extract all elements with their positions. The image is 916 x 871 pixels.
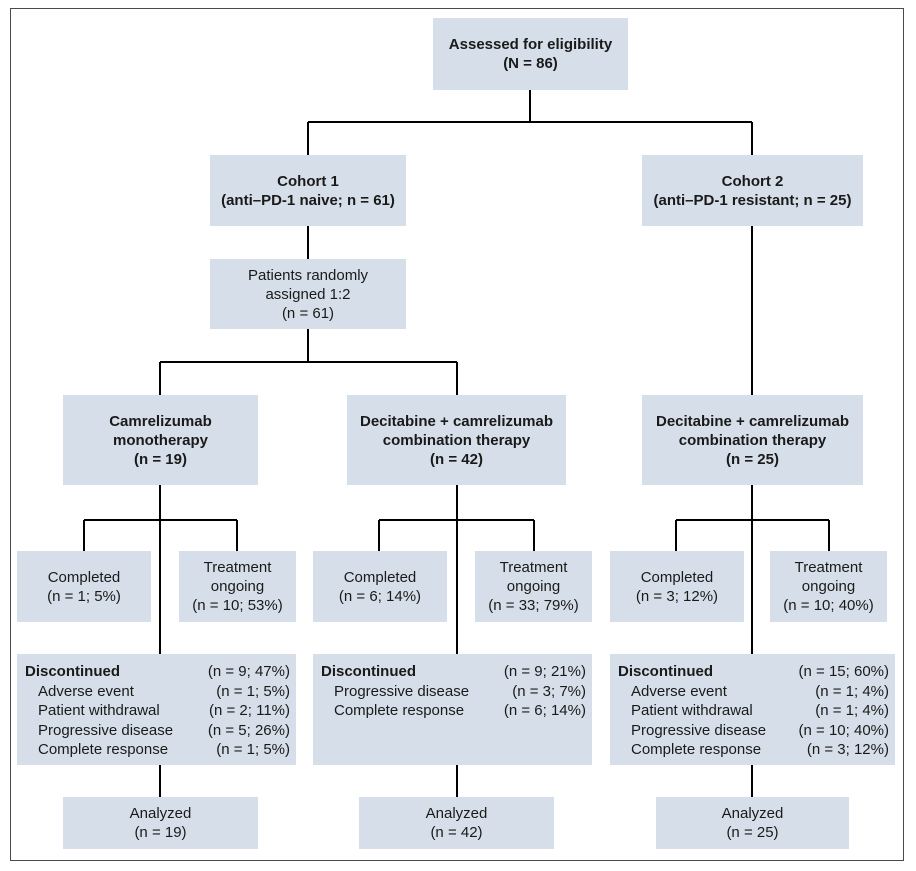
arm3-ongoing-line2: ongoing [801, 578, 856, 595]
randomized-line1: Patients randomly [247, 266, 369, 284]
arm3-analyzed-count: (n = 25) [726, 824, 779, 841]
randomized-box: Patients randomly assigned 1:2 (n = 61) [210, 259, 406, 329]
reason-label: Patient withdrawal [38, 702, 160, 719]
discontinued-label: Discontinued [321, 663, 417, 680]
arm2-analyzed-box: Analyzed (n = 42) [359, 797, 554, 849]
reason-count: (n = 1; 5%) [216, 741, 290, 758]
arm1-count: (n = 19) [134, 450, 187, 468]
arm2-ongoing-box: Treatment ongoing (n = 33; 79%) [475, 551, 592, 622]
discontinued-count: (n = 15; 60%) [798, 663, 889, 680]
assessed-count: (N = 86) [503, 55, 558, 72]
reason-row: Progressive disease (n = 5; 26%) [25, 721, 290, 741]
arm1-treatment-box: Camrelizumab monotherapy (n = 19) [63, 395, 258, 485]
reason-row: Complete response (n = 3; 12%) [618, 740, 889, 760]
arm3-completed-count: (n = 3; 12%) [635, 587, 719, 605]
arm3-completed-box: Completed (n = 3; 12%) [610, 551, 744, 622]
arm2-count: (n = 42) [430, 450, 483, 468]
arm2-treatment-box: Decitabine + camrelizumab combination th… [347, 395, 566, 485]
reason-label: Progressive disease [334, 682, 470, 700]
arm2-ongoing-count: (n = 33; 79%) [488, 597, 579, 614]
arm1-title-line1: Camrelizumab [109, 412, 212, 430]
randomized-count: (n = 61) [281, 304, 335, 322]
arm3-ongoing-line1: Treatment [794, 559, 863, 576]
discontinued-count: (n = 9; 21%) [503, 663, 586, 680]
arm3-ongoing-box: Treatment ongoing (n = 10; 40%) [770, 551, 887, 622]
arm3-title-line1: Decitabine + camrelizumab [656, 412, 849, 430]
arm3-title-line2: combination therapy [678, 431, 827, 449]
arm1-analyzed-count: (n = 19) [134, 824, 187, 841]
arm1-ongoing-box: Treatment ongoing (n = 10; 53%) [179, 551, 296, 622]
arm2-discontinued-box: Discontinued (n = 9; 21%) Progressive di… [313, 654, 592, 765]
reason-label: Adverse event [38, 682, 134, 700]
arm3-treatment-box: Decitabine + camrelizumab combination th… [642, 395, 863, 485]
arm2-analyzed-label: Analyzed [425, 805, 488, 822]
arm2-analyzed-count: (n = 42) [430, 824, 483, 841]
arm1-title-line2: monotherapy [112, 431, 208, 449]
arm1-ongoing-count: (n = 10; 53%) [192, 597, 283, 614]
reason-count: (n = 1; 4%) [815, 682, 889, 700]
reason-count: (n = 2; 11%) [208, 702, 290, 719]
reason-count: (n = 1; 5%) [216, 682, 290, 700]
reason-row: Complete response (n = 1; 5%) [25, 740, 290, 760]
arm3-count: (n = 25) [726, 450, 779, 468]
arm2-ongoing-line1: Treatment [499, 559, 568, 576]
arm1-analyzed-box: Analyzed (n = 19) [63, 797, 258, 849]
cohort1-title: Cohort 1 [277, 172, 339, 190]
arm3-ongoing-count: (n = 10; 40%) [783, 597, 874, 614]
arm2-title-line2: combination therapy [382, 431, 531, 449]
assessed-box: Assessed for eligibility (N = 86) [433, 18, 628, 90]
reason-count: (n = 10; 40%) [798, 721, 889, 739]
arm1-completed-box: Completed (n = 1; 5%) [17, 551, 151, 622]
reason-row: Adverse event (n = 1; 4%) [618, 682, 889, 702]
cohort2-title: Cohort 2 [721, 172, 784, 190]
arm2-completed-box: Completed (n = 6; 14%) [313, 551, 447, 622]
reason-count: (n = 6; 14%) [503, 702, 586, 719]
arm1-discontinued-box: Discontinued (n = 9; 47%) Adverse event … [17, 654, 296, 765]
arm1-ongoing-line1: Treatment [203, 559, 272, 576]
reason-count: (n = 5; 26%) [207, 721, 290, 739]
cohort2-box: Cohort 2 (anti–PD-1 resistant; n = 25) [642, 155, 863, 226]
diagram-frame [10, 8, 904, 861]
reason-label: Patient withdrawal [631, 702, 753, 719]
arm3-analyzed-label: Analyzed [721, 805, 784, 822]
discontinued-row: Discontinued (n = 9; 21%) [321, 662, 586, 682]
reason-row: Patient withdrawal (n = 1; 4%) [618, 701, 889, 721]
reason-row: Complete response (n = 6; 14%) [321, 701, 586, 721]
discontinued-row: Discontinued (n = 15; 60%) [618, 662, 889, 682]
discontinued-label: Discontinued [25, 663, 121, 680]
reason-count: (n = 3; 7%) [512, 682, 586, 700]
reason-label: Complete response [334, 702, 465, 719]
reason-label: Complete response [38, 741, 169, 758]
reason-row: Adverse event (n = 1; 5%) [25, 682, 290, 702]
arm3-analyzed-box: Analyzed (n = 25) [656, 797, 849, 849]
cohort2-subtitle: (anti–PD-1 resistant; n = 25) [653, 191, 852, 209]
reason-row: Progressive disease (n = 10; 40%) [618, 721, 889, 741]
reason-label: Progressive disease [38, 721, 174, 739]
assessed-title: Assessed for eligibility [448, 36, 613, 53]
arm3-completed-label: Completed [640, 568, 714, 586]
reason-label: Complete response [631, 741, 762, 758]
arm1-analyzed-label: Analyzed [129, 805, 192, 822]
reason-count: (n = 1; 4%) [815, 702, 889, 719]
cohort1-box: Cohort 1 (anti–PD-1 naive; n = 61) [210, 155, 406, 226]
arm2-completed-label: Completed [343, 568, 417, 586]
arm2-completed-count: (n = 6; 14%) [338, 587, 422, 605]
cohort1-subtitle: (anti–PD-1 naive; n = 61) [221, 191, 395, 209]
reason-row: Progressive disease (n = 3; 7%) [321, 682, 586, 702]
reason-row: Patient withdrawal (n = 2; 11%) [25, 701, 290, 721]
reason-label: Adverse event [631, 682, 727, 700]
arm1-completed-label: Completed [47, 568, 121, 586]
discontinued-label: Discontinued [618, 663, 714, 680]
arm2-title-line1: Decitabine + camrelizumab [360, 412, 553, 430]
discontinued-count: (n = 9; 47%) [207, 663, 290, 680]
randomized-line2: assigned 1:2 [265, 285, 351, 303]
arm1-completed-count: (n = 1; 5%) [47, 587, 121, 605]
arm3-discontinued-box: Discontinued (n = 15; 60%) Adverse event… [610, 654, 895, 765]
arm2-ongoing-line2: ongoing [506, 578, 561, 595]
reason-label: Progressive disease [631, 721, 767, 739]
reason-count: (n = 3; 12%) [806, 741, 889, 758]
discontinued-row: Discontinued (n = 9; 47%) [25, 662, 290, 682]
arm1-ongoing-line2: ongoing [210, 578, 265, 595]
